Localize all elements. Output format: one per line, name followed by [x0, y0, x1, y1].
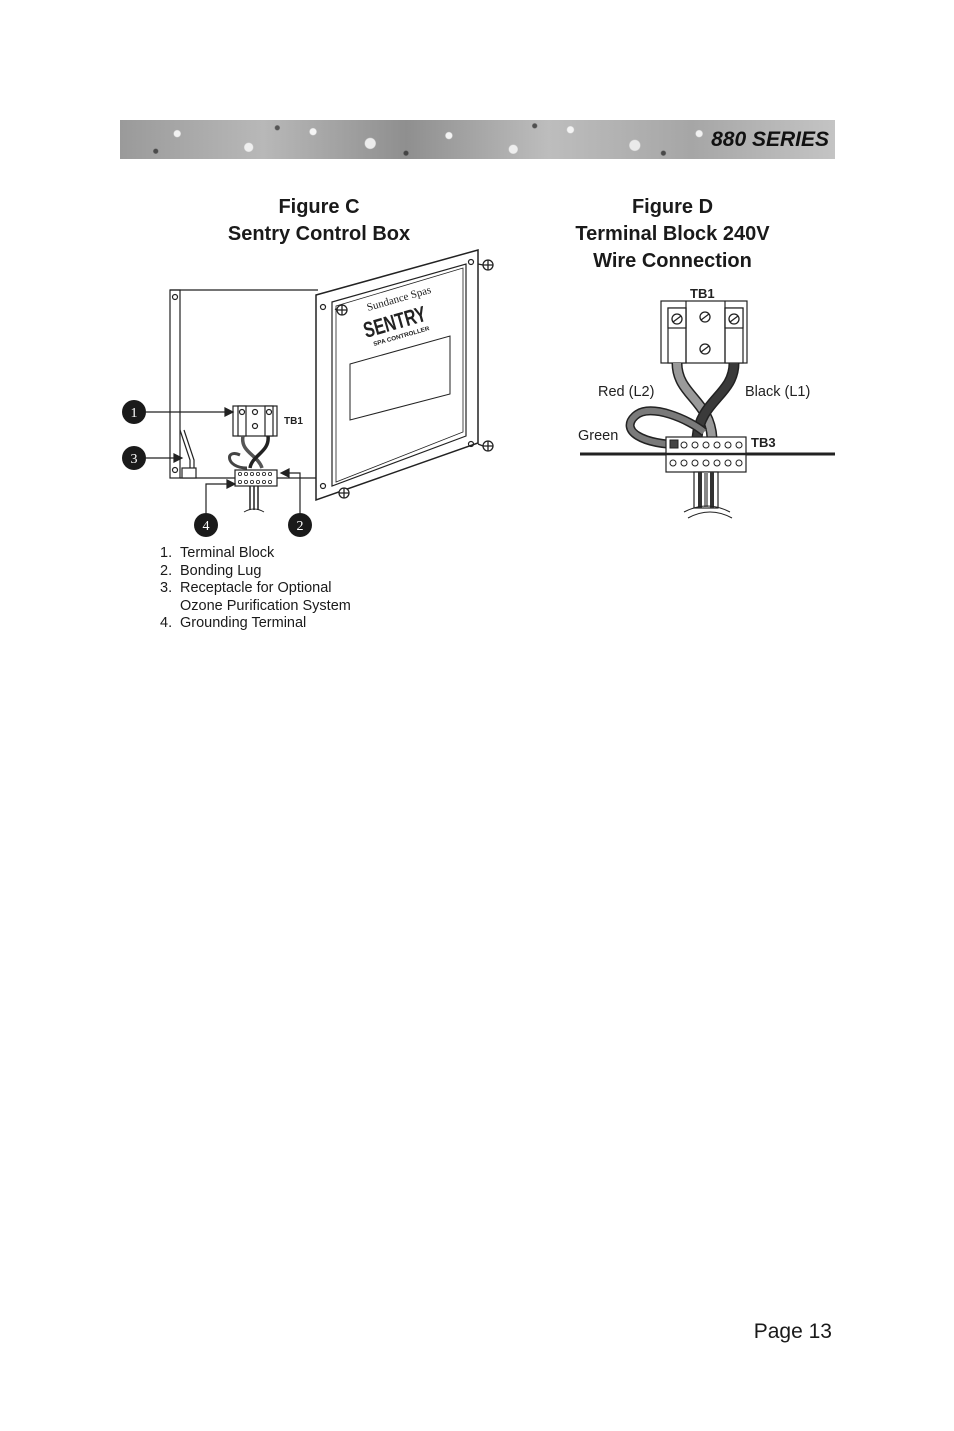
legend-text: Receptacle for Optional	[180, 580, 332, 597]
red-l2-label: Red (L2)	[598, 384, 654, 400]
svg-text:1: 1	[131, 406, 138, 421]
lid-screws	[334, 259, 494, 499]
green-label: Green	[578, 428, 618, 444]
legend-item-4: 4. Grounding Terminal	[160, 615, 351, 633]
legend-text: Ozone Purification System	[180, 597, 351, 614]
tb1-large-label: TB1	[690, 286, 715, 301]
legend-item-1: 1. Terminal Block	[160, 545, 351, 563]
legend-num	[160, 598, 180, 616]
callout-4: 4	[194, 513, 218, 537]
black-l1-label: Black (L1)	[745, 384, 810, 400]
brand-text: Sundance Spas	[366, 284, 433, 314]
green-wire	[625, 406, 707, 450]
callout-2: 2	[288, 513, 312, 537]
callout-3: 3	[122, 446, 146, 470]
legend-num: 2.	[160, 562, 173, 579]
figure-d-title-line3: Wire Connection	[593, 250, 752, 272]
tb1-small-label: TB1	[284, 416, 303, 427]
figure-c-title-line2: Sentry Control Box	[227, 223, 411, 245]
legend-text: Grounding Terminal	[180, 615, 307, 632]
legend-text: Bonding Lug	[180, 562, 262, 579]
control-box-lid	[315, 249, 479, 502]
figure-c-title-line1: Figure C	[278, 196, 360, 218]
tb1-block-small	[232, 405, 278, 437]
callout-1: 1	[122, 400, 146, 424]
figure-d-title-line2: Terminal Block 240V	[575, 223, 770, 245]
figure-c-title: Figure C Sentry Control Box	[170, 194, 468, 248]
figure-c-legend: 1. Terminal Block 2. Bonding Lug 3. Rece…	[160, 545, 351, 633]
product-text: SENTRY	[360, 301, 429, 343]
series-title: 880 SERIES	[711, 128, 829, 151]
red-wire	[671, 362, 718, 439]
back-plate	[169, 289, 181, 479]
tb3-large-label: TB3	[751, 435, 776, 450]
legend-item-2: 2. Bonding Lug	[160, 563, 351, 581]
display-window	[349, 335, 451, 421]
svg-text:3: 3	[131, 452, 138, 467]
tb3-block-large	[665, 436, 747, 473]
svg-text:4: 4	[203, 519, 210, 534]
legend-text: Terminal Block	[180, 545, 275, 561]
figure-d-title: Figure D Terminal Block 240V Wire Connec…	[545, 194, 800, 275]
product-sub-text: SPA CONTROLLER	[373, 326, 431, 348]
tb1-block-large	[660, 300, 748, 364]
callout-leaders	[146, 407, 301, 513]
header-band: 880 SERIES	[120, 120, 835, 159]
ozone-receptacle	[181, 467, 197, 479]
legend-item-3-cont: Ozone Purification System	[160, 598, 351, 616]
svg-text:2: 2	[297, 519, 304, 534]
page-number: Page 13	[753, 1320, 832, 1343]
tb3-block-small	[234, 469, 278, 487]
legend-num: 1.	[160, 545, 173, 561]
legend-num: 3.	[160, 580, 173, 597]
legend-item-3: 3. Receptacle for Optional	[160, 580, 351, 598]
black-wire	[691, 362, 740, 439]
figure-d-title-line1: Figure D	[631, 196, 714, 218]
legend-num: 4.	[160, 615, 173, 632]
